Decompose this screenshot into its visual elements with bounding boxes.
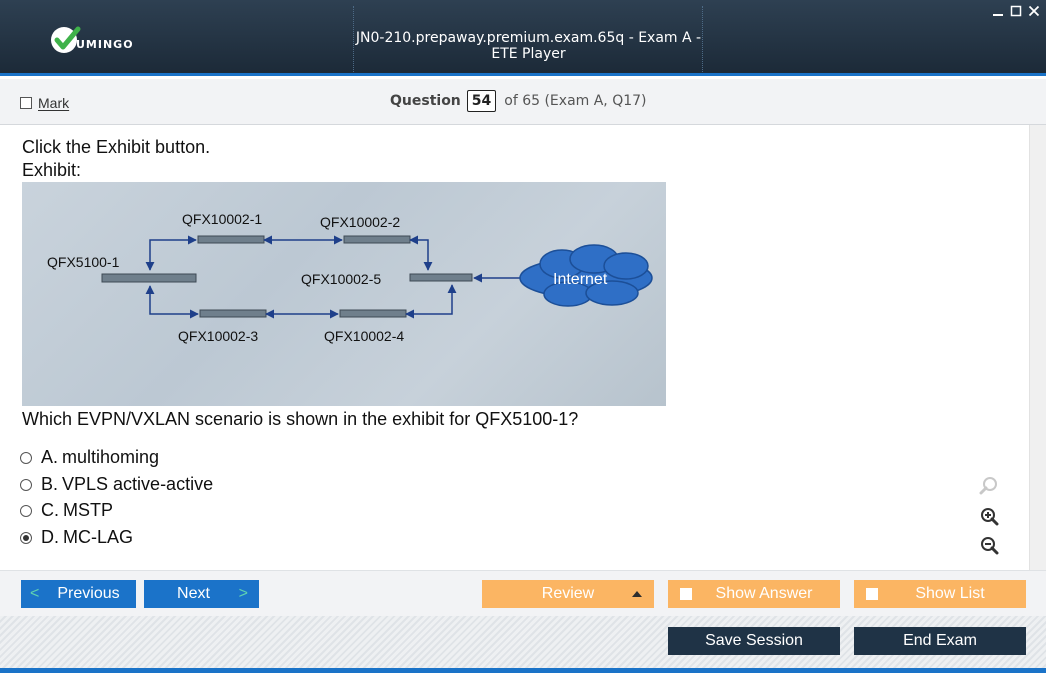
answer-option-c[interactable]: C. MSTP — [20, 500, 113, 521]
title-separator-right — [702, 6, 703, 72]
switch-qfx5100-1 — [101, 273, 197, 283]
review-button[interactable]: Review — [482, 580, 654, 608]
question-content: Click the Exhibit button. Exhibit: — [0, 125, 1046, 570]
link-5100-to-10002-3 — [145, 285, 199, 319]
question-label: Question — [390, 93, 461, 109]
maximize-icon[interactable] — [1010, 4, 1022, 17]
next-label: Next — [177, 585, 210, 602]
label-qfx10002-4: QFX10002-4 — [324, 328, 404, 344]
window-controls — [992, 4, 1040, 17]
answer-option-b[interactable]: B. VPLS active-active — [20, 474, 213, 495]
answer-a-letter: A. — [41, 447, 59, 467]
save-session-button[interactable]: Save Session — [668, 627, 840, 655]
previous-button[interactable]: < Previous — [21, 580, 136, 608]
session-bar: Save Session End Exam — [0, 616, 1046, 673]
answer-d-radio[interactable] — [20, 531, 32, 544]
app-logo: UMINGO — [48, 23, 134, 57]
zoom-search-icon[interactable] — [978, 475, 1000, 497]
label-qfx10002-3: QFX10002-3 — [178, 328, 258, 344]
answer-c-letter: C. — [41, 500, 59, 520]
switch-qfx10002-4 — [339, 309, 407, 318]
scrollbar[interactable] — [1029, 125, 1046, 570]
question-number-input[interactable]: 54 — [466, 90, 497, 112]
show-answer-label: Show Answer — [715, 585, 813, 602]
show-list-button[interactable]: Show List — [854, 580, 1026, 608]
chevron-right-icon: > — [238, 585, 248, 602]
label-qfx5100-1: QFX5100-1 — [47, 254, 120, 270]
link-10002-2-to-10002-5 — [409, 235, 433, 271]
window-title: JN0-210.prepaway.premium.exam.65q - Exam… — [355, 30, 702, 62]
answer-c-text: MSTP — [63, 500, 114, 520]
network-diagram: QFX5100-1 QFX10002-1 QFX10002-2 QFX10002… — [47, 211, 653, 344]
link-5100-to-10002-1 — [145, 235, 197, 271]
answer-d-letter: D. — [41, 527, 59, 547]
mark-checkbox-box[interactable] — [20, 97, 32, 109]
show-answer-button[interactable]: Show Answer — [668, 580, 840, 608]
previous-label: Previous — [57, 585, 120, 602]
review-label: Review — [541, 585, 595, 602]
brand-name: UMINGO — [76, 37, 134, 51]
label-qfx10002-5: QFX10002-5 — [301, 271, 381, 287]
minimize-icon[interactable] — [992, 4, 1004, 16]
title-separator-left — [353, 6, 354, 72]
end-exam-button[interactable]: End Exam — [854, 627, 1026, 655]
answer-a-radio[interactable] — [20, 451, 32, 464]
switch-qfx10002-3 — [199, 309, 267, 318]
answer-a-text: multihoming — [62, 447, 160, 467]
question-of-text: of 65 (Exam A, Q17) — [504, 93, 647, 109]
answer-b-letter: B. — [41, 474, 59, 494]
show-answer-checkbox[interactable] — [680, 588, 692, 600]
answer-c-radio[interactable] — [20, 504, 32, 517]
question-header: Mark Question 54 of 65 (Exam A, Q17) — [0, 79, 1046, 125]
internet-cloud — [519, 244, 653, 307]
check-logo-icon — [51, 26, 81, 53]
switch-qfx10002-2 — [343, 235, 411, 244]
instruction-text: Click the Exhibit button. — [22, 137, 211, 157]
next-button[interactable]: Next > — [144, 580, 259, 608]
navigation-bar: < Previous Next > Review Show Answer Sho… — [0, 570, 1046, 616]
close-icon[interactable] — [1028, 4, 1040, 17]
link-10002-4-to-10002-5 — [405, 284, 457, 319]
answer-option-d[interactable]: D. MC-LAG — [20, 527, 133, 548]
save-session-label: Save Session — [705, 632, 803, 649]
triangle-up-icon — [632, 591, 642, 597]
zoom-in-icon[interactable] — [978, 506, 1000, 528]
chevron-left-icon: < — [30, 585, 40, 602]
title-bar: UMINGO JN0-210.prepaway.premium.exam.65q… — [0, 0, 1046, 76]
exhibit-image: QFX5100-1 QFX10002-1 QFX10002-2 QFX10002… — [22, 182, 666, 406]
mark-checkbox[interactable]: Mark — [20, 95, 69, 111]
question-counter: Question 54 of 65 (Exam A, Q17) — [390, 90, 647, 112]
exhibit-label: Exhibit: — [22, 160, 82, 180]
show-list-checkbox[interactable] — [866, 588, 878, 600]
switch-qfx10002-1 — [197, 235, 265, 244]
answer-b-text: VPLS active-active — [62, 474, 214, 494]
zoom-out-icon[interactable] — [978, 535, 1000, 557]
label-qfx10002-1: QFX10002-1 — [182, 211, 262, 227]
answer-option-a[interactable]: A. multihoming — [20, 447, 159, 468]
label-qfx10002-2: QFX10002-2 — [320, 214, 400, 230]
switch-qfx10002-5 — [409, 273, 473, 282]
question-prompt: Which EVPN/VXLAN scenario is shown in th… — [22, 409, 579, 429]
end-exam-label: End Exam — [903, 632, 977, 649]
answer-d-text: MC-LAG — [63, 527, 134, 547]
label-internet: Internet — [553, 271, 608, 288]
show-list-label: Show List — [915, 585, 985, 602]
answer-b-radio[interactable] — [20, 478, 32, 491]
mark-label: Mark — [38, 95, 70, 111]
